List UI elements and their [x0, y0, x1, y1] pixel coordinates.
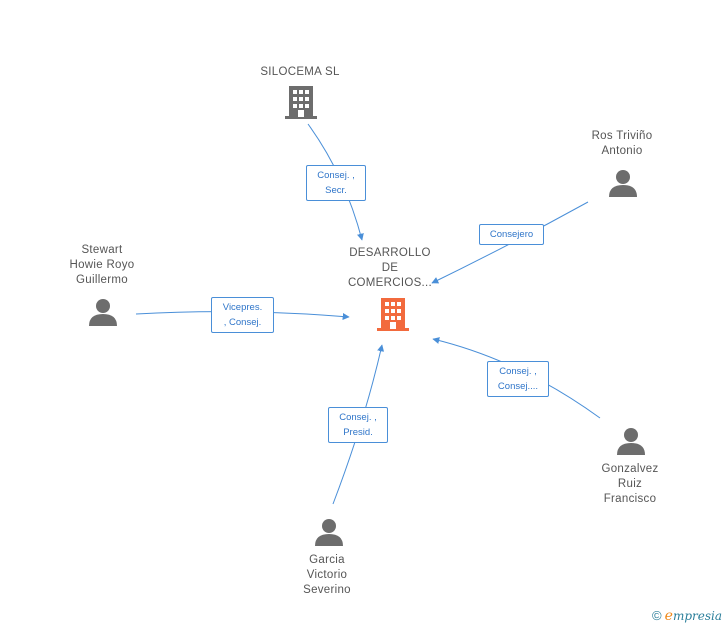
garcia-label-line-1: Garcia	[309, 554, 345, 566]
center-label-line-1: DESARROLLO	[349, 247, 431, 259]
gonzalvez-label-line-2: Ruiz	[617, 478, 643, 490]
garcia-label-line-2: Victorio	[306, 569, 348, 581]
center-building-icon[interactable]	[377, 296, 409, 332]
stewart-person-icon[interactable]	[88, 297, 118, 327]
silocema-label-line-1: SILOCEMA SL	[260, 66, 340, 78]
relation-silocema-line-2: Secr.	[325, 185, 347, 196]
relation-ros[interactable]: Consejero	[479, 224, 544, 245]
relation-silocema-line-1: Consej. ,	[317, 170, 355, 181]
brand-watermark: ©empresia	[652, 608, 722, 624]
gonzalvez-label-line-3: Francisco	[603, 493, 657, 505]
garcia-person-icon[interactable]	[314, 517, 344, 547]
gonzalvez-label-line-1: Gonzalvez	[601, 463, 659, 475]
relation-stewart-line-1: Vicepres.	[222, 302, 263, 313]
silocema-label[interactable]: SILOCEMA SL	[240, 65, 360, 80]
ros-label-line-2: Antonio	[601, 145, 643, 157]
ros-person-icon[interactable]	[608, 168, 638, 198]
copyright-icon: ©	[652, 608, 662, 623]
silocema-building-icon[interactable]	[285, 84, 317, 120]
relation-garcia-line-2: Presid.	[343, 427, 373, 438]
ros-label[interactable]: Ros Triviño Antonio	[562, 129, 682, 159]
garcia-label[interactable]: Garcia Victorio Severino	[267, 553, 387, 598]
brand-logo-letter: e	[664, 608, 673, 624]
relation-stewart-line-2: , Consej.	[223, 317, 262, 328]
relation-gonzalvez[interactable]: Consej. , Consej....	[487, 361, 549, 397]
center-node-label[interactable]: DESARROLLO DE COMERCIOS...	[330, 246, 450, 291]
center-label-line-2: DE	[381, 262, 399, 274]
brand-name: mpresia	[672, 609, 722, 623]
stewart-label-line-2: Howie Royo	[69, 259, 135, 271]
gonzalvez-person-icon[interactable]	[616, 426, 646, 456]
relation-garcia[interactable]: Consej. , Presid.	[328, 407, 388, 443]
stewart-label-line-3: Guillermo	[76, 274, 128, 286]
relation-silocema[interactable]: Consej. , Secr.	[306, 165, 366, 201]
stewart-label[interactable]: Stewart Howie Royo Guillermo	[42, 243, 162, 288]
ros-label-line-1: Ros Triviño	[591, 130, 653, 142]
relation-garcia-line-1: Consej. ,	[339, 412, 377, 423]
gonzalvez-label[interactable]: Gonzalvez Ruiz Francisco	[570, 462, 690, 507]
center-label-line-3: COMERCIOS...	[347, 277, 433, 289]
relation-gonzalvez-line-1: Consej. ,	[499, 366, 537, 377]
garcia-label-line-3: Severino	[303, 584, 351, 596]
relation-stewart[interactable]: Vicepres. , Consej.	[211, 297, 274, 333]
relation-gonzalvez-line-2: Consej....	[497, 381, 539, 392]
stewart-label-line-1: Stewart	[81, 244, 123, 256]
relation-ros-line-1: Consejero	[489, 229, 534, 240]
